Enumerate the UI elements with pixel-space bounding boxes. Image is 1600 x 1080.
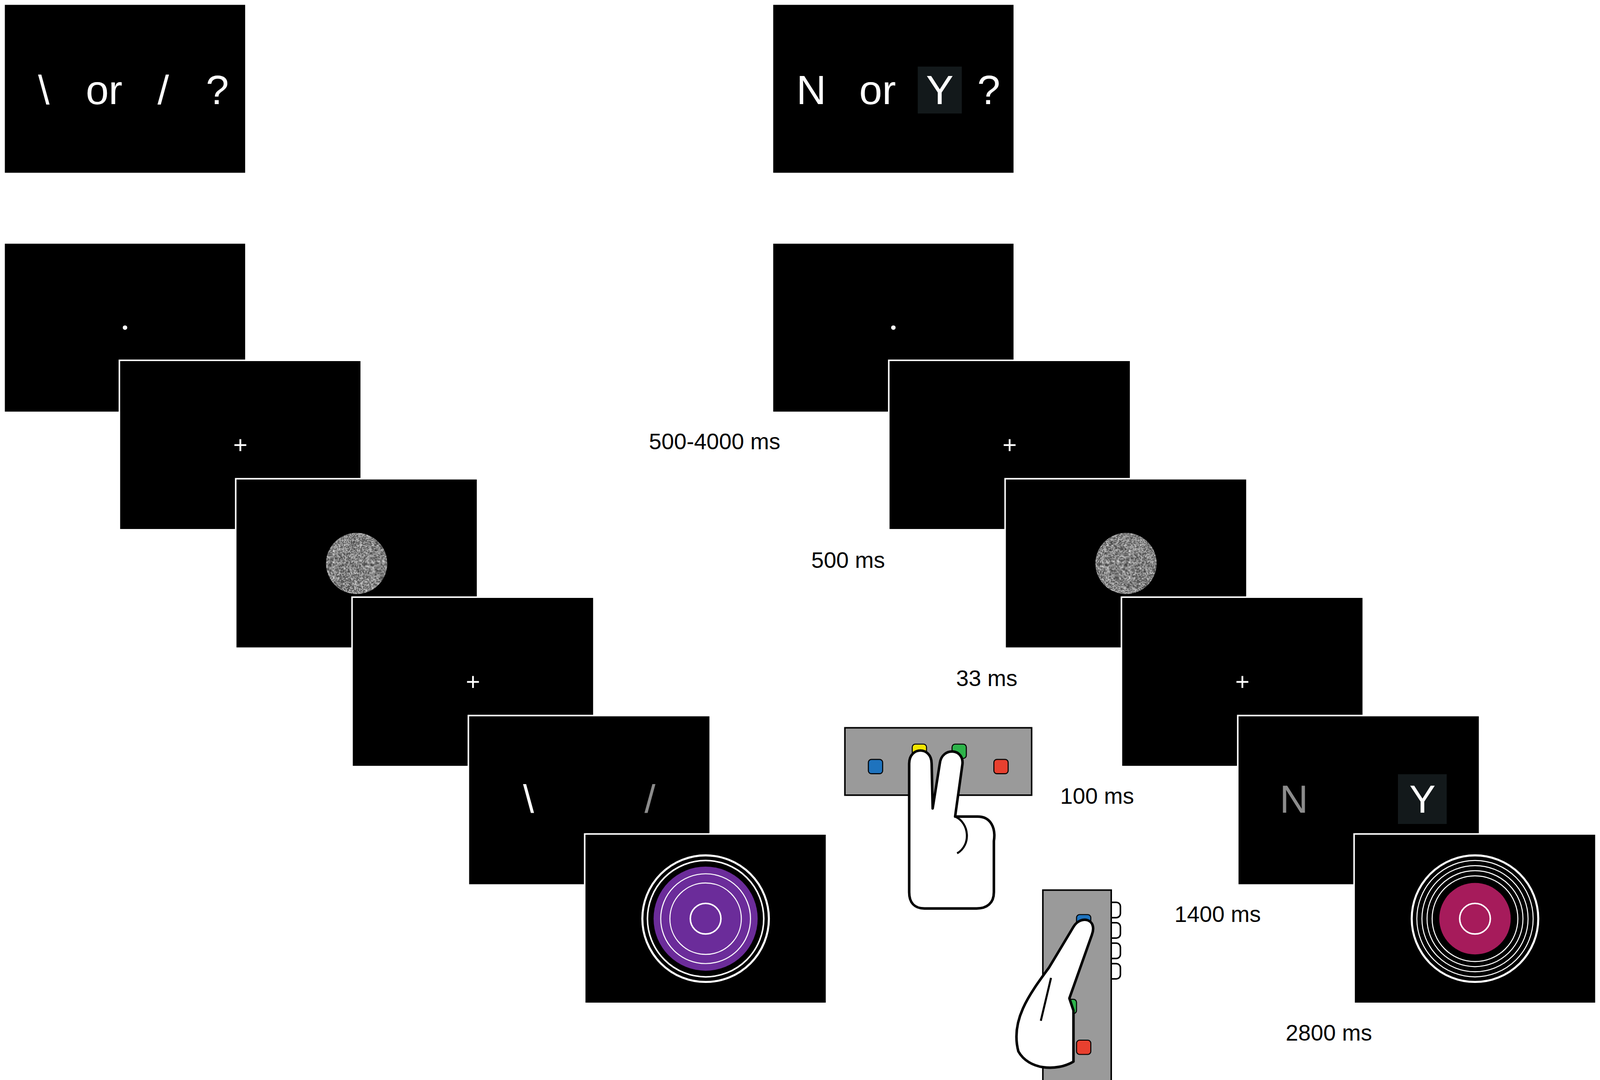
screen-text: /: [644, 779, 656, 819]
scale-ring: [1459, 902, 1491, 934]
duration-label: 500-4000 ms: [648, 430, 781, 453]
screen: \ or /?: [4, 4, 247, 174]
screen-text: ?: [205, 69, 229, 111]
screen: +: [1121, 596, 1364, 767]
button: [993, 758, 1008, 774]
duration-label: 33 ms: [956, 667, 1018, 690]
scale-ring: [1427, 870, 1524, 967]
hand: [1016, 919, 1094, 1068]
screen-text: +: [465, 669, 481, 694]
scale-disk: [653, 866, 758, 971]
scale-ring: [647, 860, 764, 977]
duration-label: 1400 ms: [1174, 902, 1261, 926]
button-box: [1016, 889, 1121, 1080]
screen-text: +: [232, 432, 248, 458]
scale-ring: [669, 882, 742, 954]
screen: [772, 4, 1015, 174]
screen-text: or: [85, 69, 123, 111]
screen: [584, 833, 827, 1003]
duration-label: 2800 ms: [1285, 1021, 1373, 1045]
screen-text: or: [859, 69, 896, 111]
rating-scale: [1411, 855, 1539, 982]
scale-disk: [1439, 882, 1511, 954]
screen: +: [119, 360, 362, 530]
button-box: [844, 727, 1032, 909]
screen-text: /: [157, 69, 169, 111]
scale-ring: [642, 855, 769, 982]
button: [868, 758, 883, 774]
hand-line: [954, 816, 967, 853]
illustration-group: [4, 4, 1597, 1080]
hand-line: [1040, 977, 1052, 1021]
screen: +: [888, 360, 1131, 530]
scale-ring: [1432, 875, 1518, 962]
rating-scale: [642, 855, 769, 982]
duration-label: 500 ms: [811, 548, 885, 572]
scale-ring: [1411, 855, 1539, 982]
screen-text: \: [37, 69, 50, 111]
screen-text: N: [796, 69, 827, 111]
duration-label: 100 ms: [1060, 784, 1135, 808]
screen-text: Y: [917, 66, 962, 114]
button: [1076, 1039, 1091, 1054]
screen-text: Y: [1397, 773, 1447, 824]
scale-ring: [1416, 860, 1533, 977]
fixation-dot: [891, 325, 896, 331]
screen-text: \: [523, 779, 534, 819]
fixation-dot: [122, 325, 128, 331]
screen: +: [352, 596, 594, 767]
noise-patch: [325, 532, 388, 594]
screen-text: ?: [977, 69, 1001, 111]
screen: Nor Y?: [772, 4, 1015, 174]
screen: [1353, 833, 1596, 1003]
screen: \/: [468, 715, 711, 885]
screen: [4, 4, 247, 174]
scale-ring: [1421, 865, 1528, 972]
noise-patch: [1095, 532, 1157, 594]
screen-text: +: [1002, 432, 1017, 458]
hand: [908, 750, 995, 909]
screen: NY: [1237, 715, 1480, 885]
screen-text: +: [1235, 669, 1250, 694]
screen-text: N: [1279, 779, 1309, 819]
scale-ring: [690, 902, 722, 934]
scale-ring: [660, 873, 751, 964]
